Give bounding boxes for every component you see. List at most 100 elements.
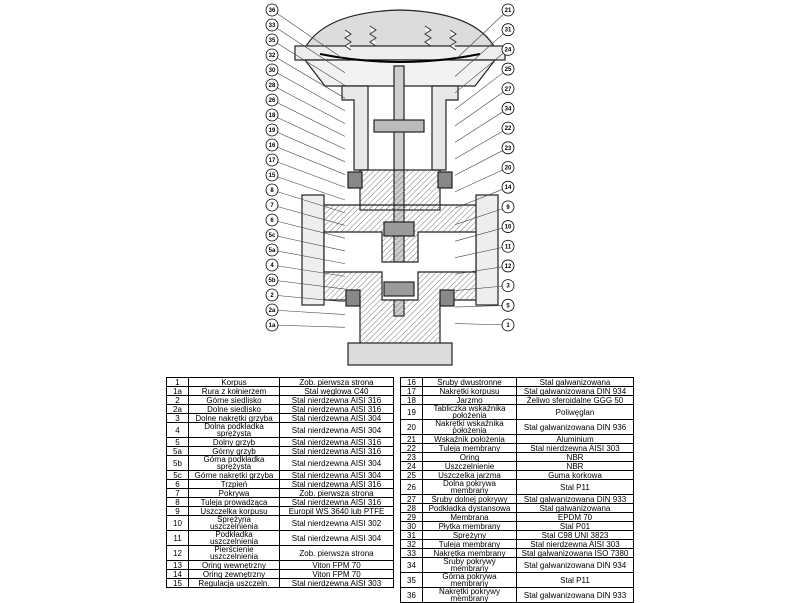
callout-balloon — [501, 62, 515, 76]
part-name: Sprężyna uszczelnienia — [188, 515, 280, 531]
part-material: Stal galwanizowana DIN 933 — [516, 587, 634, 603]
flow-passage — [323, 231, 477, 301]
part-name: Tuleja prowadząca — [188, 497, 280, 507]
part-material: Stal C98 UNI 3823 — [516, 530, 634, 540]
callout-number: 26 — [269, 98, 276, 104]
callout-number: 20 — [505, 166, 512, 172]
callout-leader — [454, 88, 509, 127]
callout-balloon — [501, 298, 515, 312]
callout-number: 5 — [506, 303, 510, 309]
part-name: Dolny grzyb — [188, 437, 280, 447]
callout-balloon — [265, 318, 279, 332]
part-number: 28 — [400, 503, 423, 513]
bottom-nut-right — [439, 289, 455, 307]
callout-number: 18 — [269, 113, 276, 119]
callout-number: 5a — [269, 248, 276, 254]
callout-balloon — [265, 138, 279, 152]
callout-number: 31 — [505, 28, 512, 34]
part-name: Nakrętki korpusu — [422, 386, 517, 396]
callout-number: 25 — [505, 67, 512, 73]
callout-number: 2a — [269, 308, 276, 314]
part-material: Stal nierdzewna AISI 304 — [279, 470, 394, 480]
part-name: Podkładka dystansowa — [422, 503, 517, 513]
callout-balloon — [265, 198, 279, 212]
part-number: 1 — [166, 377, 189, 387]
part-name: Sprężyny — [422, 530, 517, 540]
part-number: 2 — [166, 395, 189, 405]
part-material: NBR — [516, 461, 634, 471]
callout-balloon — [501, 23, 515, 37]
diaphragm-membrane — [319, 53, 481, 63]
callout-balloon — [501, 239, 515, 253]
part-number: 22 — [400, 443, 423, 453]
part-material: Stal nierdzewna AISI 304 — [279, 413, 394, 423]
part-number: 13 — [166, 560, 189, 570]
callout-balloon — [265, 258, 279, 272]
part-name: Nakrętki wskaźnika położenia — [422, 419, 517, 435]
callout-balloon — [265, 18, 279, 32]
part-material: NBR — [516, 452, 634, 462]
part-name: Pierścienie uszczelnienia — [188, 545, 280, 561]
callout-leader — [454, 29, 509, 77]
bottom-nut-left — [345, 289, 361, 307]
part-number: 26 — [400, 479, 423, 495]
callout-balloon — [501, 161, 515, 174]
callout-number: 4 — [270, 263, 274, 269]
callout-balloon — [265, 123, 279, 137]
callout-leader — [454, 167, 509, 193]
part-material: Stal nierdzewna AISI 303 — [516, 443, 634, 453]
part-name: Dolne nakrętki grzyba — [188, 413, 280, 423]
callout-leader — [271, 234, 346, 252]
callout-leader — [454, 323, 509, 326]
callout-balloon — [501, 141, 515, 155]
part-name: Tuleja membrany — [422, 443, 517, 453]
callout-balloon — [265, 78, 279, 92]
part-number: 9 — [166, 506, 189, 516]
part-material: Viton FPM 70 — [279, 560, 394, 570]
callout-leader — [271, 279, 346, 290]
part-name: Górne nakrętki grzyba — [188, 470, 280, 480]
callout-leader — [454, 108, 509, 143]
callout-leader — [271, 129, 346, 163]
part-material: Aluminium — [516, 434, 634, 444]
part-material: Stal nierdzewna AISI 304 — [279, 455, 394, 471]
part-number: 5c — [166, 470, 189, 480]
callout-number: 9 — [506, 205, 510, 211]
part-name: Śruby dwustronne — [422, 377, 517, 387]
yoke-right — [431, 85, 459, 171]
part-number: 8 — [166, 497, 189, 507]
callout-balloon — [501, 3, 515, 17]
part-number: 6 — [166, 479, 189, 489]
part-material: Stal galwanizowana DIN 934 — [516, 557, 634, 573]
part-number: 20 — [400, 419, 423, 435]
part-number: 23 — [400, 452, 423, 462]
callout-number: 36 — [269, 8, 276, 14]
callout-balloon — [501, 259, 515, 273]
callout-balloon — [265, 33, 279, 47]
part-name: Korpus — [188, 377, 280, 387]
diaphragm-springs — [344, 25, 457, 51]
callout-balloon — [265, 213, 279, 227]
callout-leader — [271, 24, 346, 73]
callout-balloon — [501, 318, 515, 332]
callout-balloon — [265, 153, 279, 167]
callout-leader — [271, 69, 346, 112]
callout-balloon — [265, 243, 279, 257]
part-number: 17 — [400, 386, 423, 396]
callout-number: 34 — [505, 106, 512, 112]
callout-balloon — [265, 288, 279, 302]
